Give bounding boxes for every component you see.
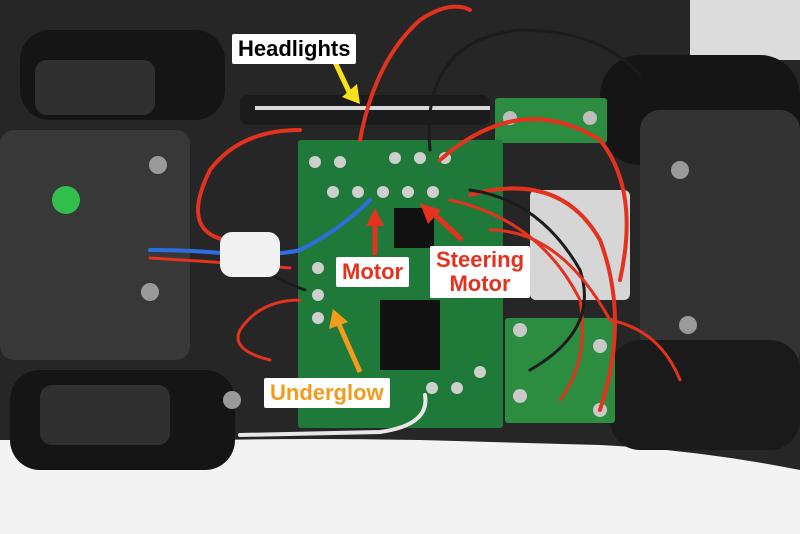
motor-label: Motor <box>336 257 410 287</box>
steering-arrow <box>430 210 464 242</box>
green-marker <box>52 186 80 214</box>
headlights-label: Headlights <box>232 34 357 64</box>
steering-motor-label: Steering Motor <box>430 246 531 298</box>
ic-chip-large <box>380 300 440 370</box>
steering-motor-housing <box>530 190 630 300</box>
rear-right-wheel <box>610 340 800 450</box>
underglow-label: Underglow <box>264 378 390 408</box>
underglow-arrow <box>335 320 363 374</box>
underglow-board <box>505 318 615 423</box>
steering-motor-text: Steering Motor <box>436 247 525 296</box>
tape-bundle <box>220 232 280 277</box>
